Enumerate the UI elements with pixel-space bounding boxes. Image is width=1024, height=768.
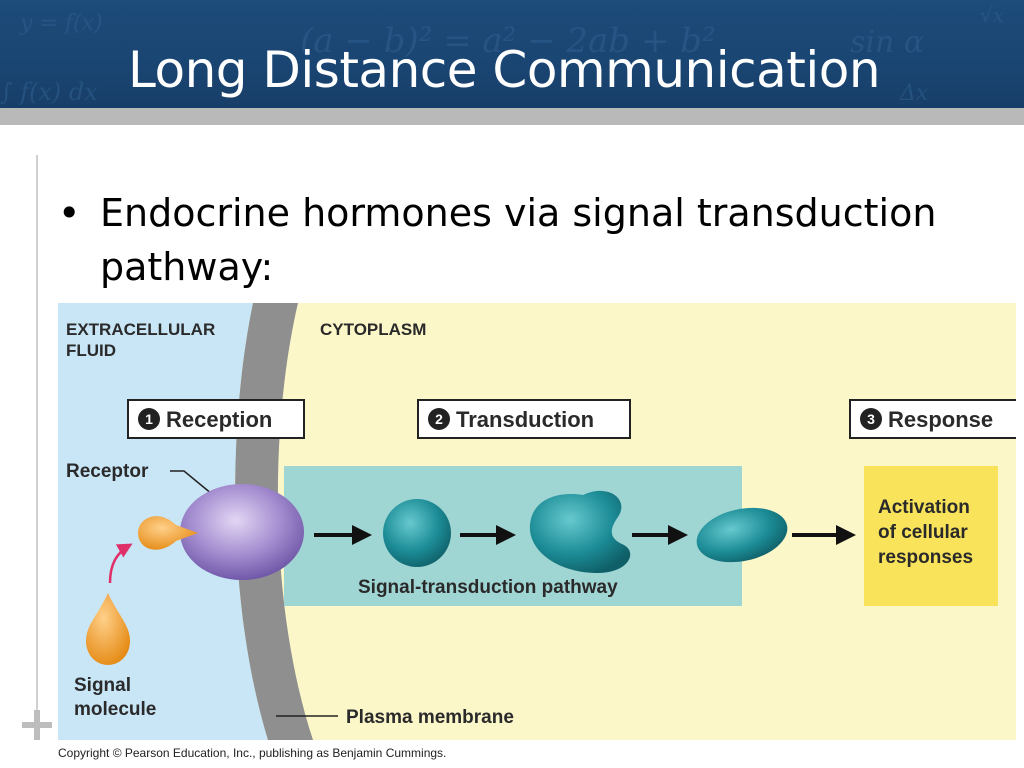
transduction-label: Transduction	[456, 407, 594, 432]
molecule-label: molecule	[74, 699, 156, 720]
relay-protein-1	[383, 499, 451, 567]
figure-svg: EXTRACELLULAR FLUID CYTOPLASM 1 Receptio…	[58, 303, 1016, 740]
step-reception: 1 Reception	[127, 399, 305, 439]
receptor-leader	[170, 470, 219, 500]
extracellular-label-line2: FLUID	[66, 341, 116, 360]
svg-text:sin α: sin α	[850, 25, 924, 60]
title-divider	[0, 108, 1024, 125]
svg-text:2: 2	[435, 411, 443, 427]
numbered-circle-icon	[428, 408, 450, 430]
response-box	[864, 466, 998, 606]
title-banner: (a − b)² = a² − 2ab + b² sin α y = f(x) …	[0, 0, 1024, 108]
signal-transduction-figure: EXTRACELLULAR FLUID CYTOPLASM 1 Receptio…	[58, 303, 1016, 740]
svg-text:∫ f(x) dx: ∫ f(x) dx	[0, 78, 98, 106]
binding-arrow-icon	[108, 543, 133, 584]
relay-protein-2	[529, 490, 631, 573]
svg-text:(a − b)² = a² − 2ab + b²: (a − b)² = a² − 2ab + b²	[300, 21, 716, 61]
svg-text:y = f(x): y = f(x)	[19, 11, 103, 36]
cytoplasm-label: CYTOPLASM	[320, 320, 426, 339]
left-rule	[36, 155, 38, 715]
svg-text:Δx: Δx	[899, 81, 929, 106]
response-label: Response	[888, 407, 993, 432]
response-line-2: of cellular	[878, 522, 968, 543]
numbered-circle-icon	[860, 408, 882, 430]
pathway-label: Signal-transduction pathway	[358, 577, 618, 598]
receptor-label: Receptor	[66, 461, 149, 482]
bullet-marker: •	[58, 191, 81, 235]
numbered-circle-icon	[138, 408, 160, 430]
svg-text:√x: √x	[980, 3, 1004, 27]
copyright-text: Copyright © Pearson Education, Inc., pub…	[58, 746, 447, 760]
bullet-text: Endocrine hormones via signal transducti…	[100, 191, 937, 289]
extracellular-label: EXTRACELLULAR	[66, 320, 215, 339]
receptor-shape	[180, 484, 304, 580]
svg-text:3: 3	[867, 411, 875, 427]
relay-protein-3	[696, 507, 788, 563]
plus-icon	[22, 710, 52, 740]
response-line-3: responses	[878, 547, 973, 568]
step-response: 3 Response	[849, 399, 1016, 439]
signal-label: Signal	[74, 675, 131, 696]
formula-watermark: (a − b)² = a² − 2ab + b² sin α y = f(x) …	[0, 3, 1004, 106]
membrane-label: Plasma membrane	[346, 707, 514, 728]
svg-text:1: 1	[145, 411, 153, 427]
reception-label: Reception	[166, 407, 272, 432]
response-line-1: Activation	[878, 497, 970, 518]
signal-molecule-shape	[86, 593, 130, 665]
step-transduction: 2 Transduction	[417, 399, 631, 439]
bound-signal	[138, 516, 198, 550]
page-title: Long Distance Communication	[128, 41, 881, 99]
